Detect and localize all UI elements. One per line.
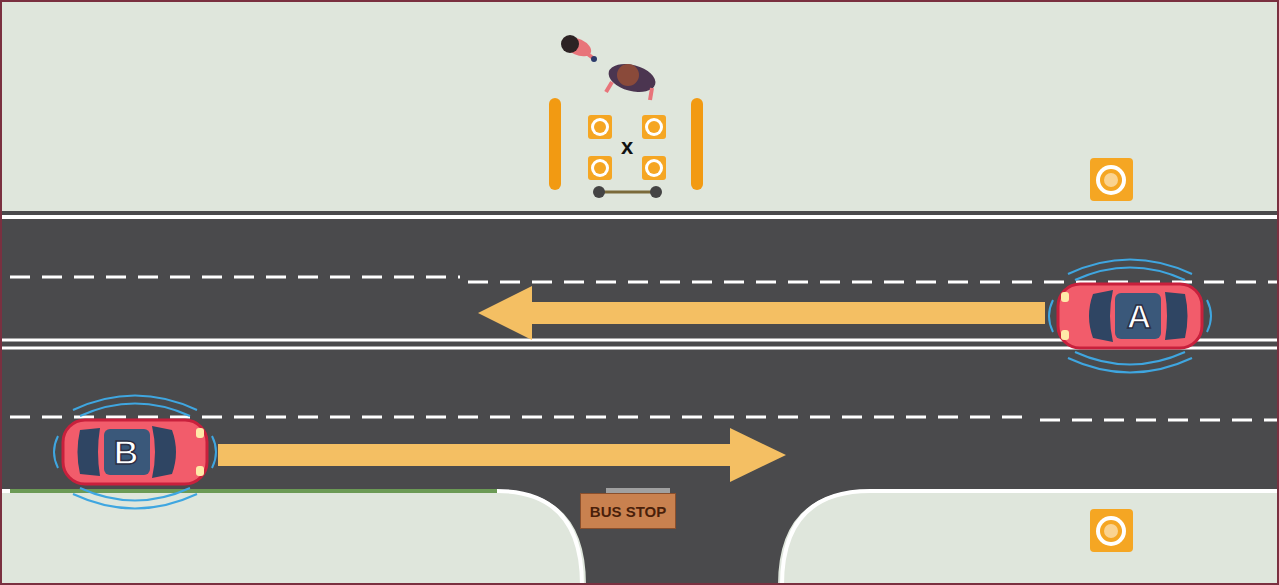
sensor-waves xyxy=(1049,260,1211,373)
zone-mark: x xyxy=(621,136,633,158)
direction-arrow xyxy=(478,286,1045,340)
lane-dash xyxy=(1040,419,1279,422)
sign-text: BUS STOP xyxy=(590,503,666,520)
barrier-bar xyxy=(549,98,561,190)
worker-figure xyxy=(605,59,658,100)
traffic-cone xyxy=(1090,158,1133,552)
traffic-cone xyxy=(588,115,666,180)
direction-arrow xyxy=(218,428,786,482)
road-edge-line xyxy=(0,491,582,585)
lane-dash xyxy=(10,416,1030,419)
vehicle-letter: B xyxy=(114,433,139,472)
barrier-chain xyxy=(593,186,662,198)
vehicle-letter: A xyxy=(1127,297,1152,336)
lane-dash xyxy=(10,276,460,279)
road-surface xyxy=(0,211,1279,492)
worker-figure xyxy=(561,34,597,62)
barrier-bar xyxy=(691,98,703,190)
vehicle-car: A xyxy=(1055,280,1205,352)
vehicle-car: B xyxy=(60,416,210,488)
bus-stop-sign: BUS STOP xyxy=(580,493,676,529)
road-edge-line xyxy=(0,215,1279,219)
road-edge-line xyxy=(782,491,1279,585)
sensor-waves xyxy=(54,396,216,509)
